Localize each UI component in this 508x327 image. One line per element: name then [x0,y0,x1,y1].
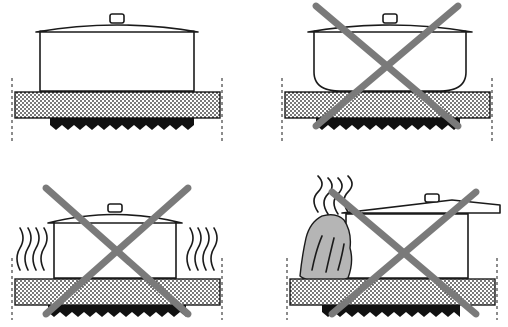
hob-plate [284,91,491,119]
cross-mark [42,184,192,318]
panel-pot-too-small [11,184,223,320]
pot-lid [307,24,473,33]
heat-waves-right [186,227,218,271]
boil-over-streaks [311,235,345,273]
heating-element [322,305,460,317]
pot-lid [35,24,199,33]
hob-plate [14,91,221,119]
pot-body [39,30,195,92]
hob-plate [14,278,221,306]
heat-waves-left [16,227,48,271]
lid-knob [424,193,440,203]
pot [35,13,199,92]
lid-knob [107,203,123,213]
panel-pot-off-centre [286,175,501,320]
cross-mark [328,188,480,318]
lid-knob [109,13,125,24]
pot-lid [341,199,501,214]
heating-element [316,118,460,130]
heating-element [48,305,186,317]
lid-knob [382,13,398,24]
cross-mark [312,2,462,130]
panel-curved-base [281,2,493,143]
heating-element [50,118,194,130]
panel-correct-placement [11,13,223,143]
pot-curved-base [307,13,473,92]
